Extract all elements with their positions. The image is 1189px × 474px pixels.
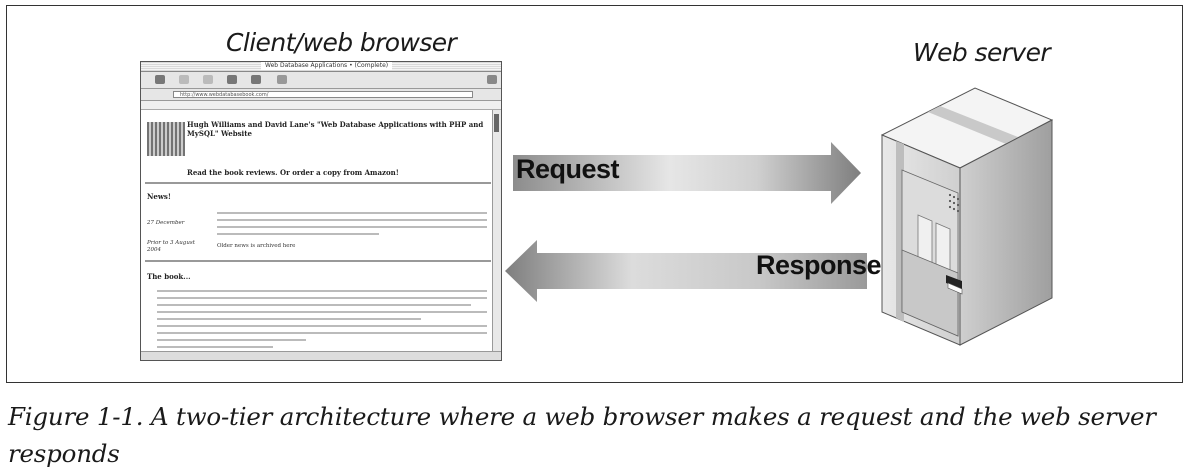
book-logo	[147, 122, 185, 156]
response-arrow	[505, 240, 867, 302]
stop-icon	[203, 75, 213, 84]
client-label: Client/web browser	[226, 28, 457, 57]
news-archive-link: Older news is archived here	[217, 243, 296, 249]
browser-links-bar	[141, 101, 501, 110]
book-heading: The book...	[147, 272, 191, 281]
book-bullets	[157, 290, 487, 353]
figure-caption: Figure 1-1. A two-tier architecture wher…	[8, 402, 1156, 468]
back-icon	[155, 75, 165, 84]
forward-icon	[179, 75, 189, 84]
news-heading: News!	[147, 192, 171, 201]
page-heading: Hugh Williams and David Lane's "Web Data…	[187, 120, 484, 138]
divider	[145, 260, 491, 262]
refresh-icon	[227, 75, 237, 84]
browser-url: http://www.webdatabasebook.com/	[173, 91, 473, 98]
home-icon	[251, 75, 261, 84]
request-arrow	[513, 142, 861, 204]
news-text	[217, 212, 487, 240]
page-tagline: Read the book reviews. Or order a copy f…	[187, 168, 399, 177]
bookmark-icon	[277, 75, 287, 84]
server-label: Web server	[913, 38, 1051, 67]
news-date: 27 December	[147, 220, 185, 226]
browser-status-bar	[141, 351, 501, 360]
news-date-older: Prior to 3 August 2004	[147, 240, 195, 253]
figure-frame	[6, 5, 1183, 383]
browser-logo-icon	[487, 75, 497, 84]
server-icon	[880, 87, 1054, 346]
browser-toolbar	[141, 72, 501, 89]
browser-title-bar: Web Database Applications • (Complete)	[141, 62, 501, 72]
browser-screenshot: Web Database Applications • (Complete) h…	[140, 61, 502, 361]
request-label: Request	[516, 154, 620, 184]
response-label: Response	[756, 250, 882, 280]
browser-window-title: Web Database Applications • (Complete)	[261, 62, 393, 70]
browser-address-bar: http://www.webdatabasebook.com/	[141, 89, 501, 101]
divider	[145, 182, 491, 184]
browser-scrollbar	[492, 110, 501, 352]
